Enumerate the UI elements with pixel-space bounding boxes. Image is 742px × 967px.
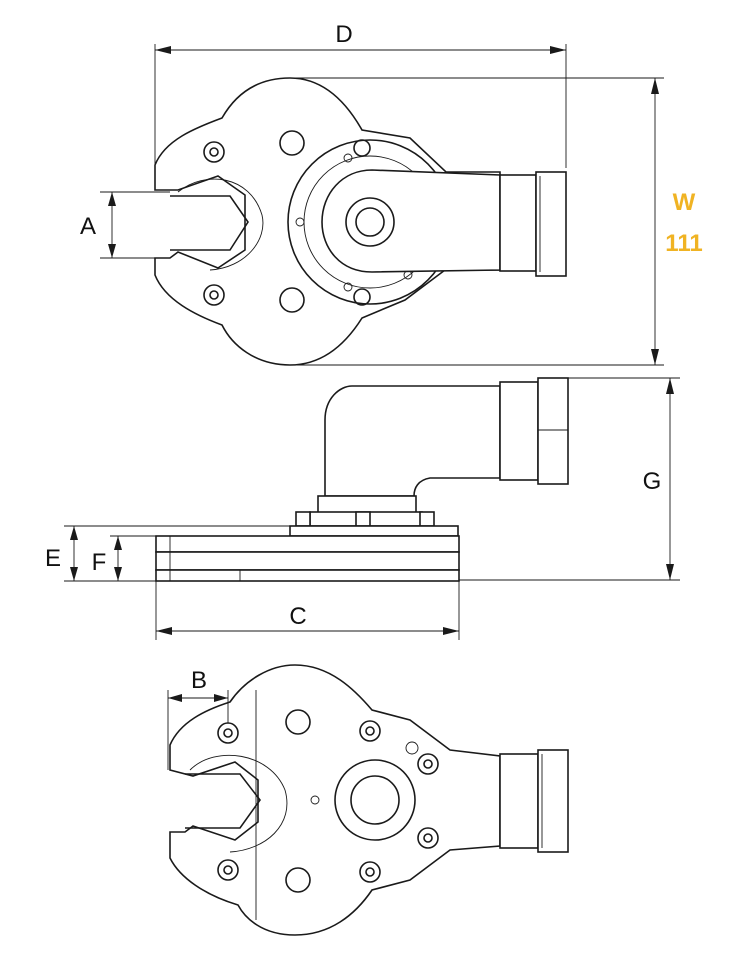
bottom-view-head-outline — [169, 664, 501, 936]
top-hole-2 — [279, 287, 305, 313]
label-d: D — [335, 21, 352, 48]
side-top-plate — [289, 525, 459, 537]
label-w: W — [673, 189, 696, 216]
side-plate-2 — [155, 551, 460, 571]
side-view — [155, 377, 569, 582]
label-c: C — [289, 603, 306, 630]
label-f: F — [92, 549, 107, 576]
bottom-view — [169, 664, 569, 936]
bottom-hole-2 — [285, 867, 311, 893]
label-w-value: 111 — [665, 230, 702, 257]
bottom-bolt-2 — [217, 859, 239, 881]
top-nut — [499, 174, 537, 272]
top-handle — [321, 169, 501, 273]
top-view-jaw-opening — [170, 195, 249, 251]
top-view — [154, 77, 567, 366]
label-e: E — [45, 545, 61, 572]
bottom-ring — [334, 759, 416, 841]
bottom-hole-1 — [285, 709, 311, 735]
side-elbow — [324, 385, 501, 497]
side-plate-1 — [155, 535, 460, 553]
label-b: B — [191, 667, 207, 694]
label-a: A — [80, 213, 96, 240]
bottom-nut — [499, 753, 539, 849]
bottom-hub — [350, 775, 400, 825]
side-nut — [499, 381, 539, 481]
top-hole-1 — [279, 130, 305, 156]
side-plate-3 — [155, 569, 460, 582]
top-bolt-1 — [203, 141, 225, 163]
dimension-lines — [64, 44, 680, 770]
top-view-head-outline — [154, 77, 501, 366]
bottom-bolt-1 — [217, 722, 239, 744]
bottom-view-jaw-opening — [185, 773, 261, 829]
top-hub — [345, 197, 395, 247]
top-bolt-2 — [203, 284, 225, 306]
label-g: G — [643, 468, 662, 495]
